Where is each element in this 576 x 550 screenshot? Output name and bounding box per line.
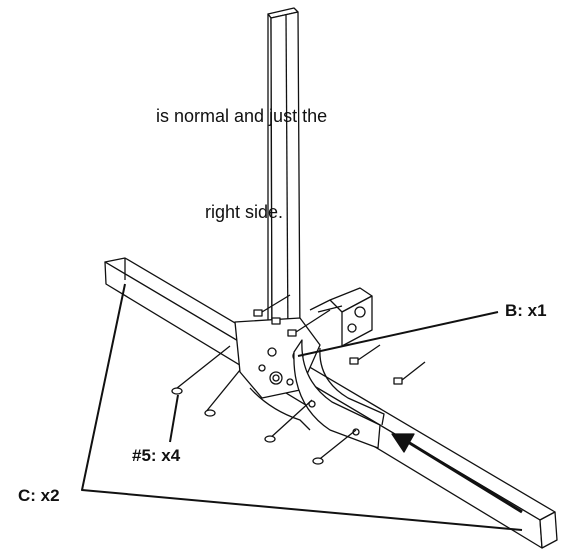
side-plate: [293, 339, 385, 449]
vertical-post: [267, 7, 301, 346]
nuts: [253, 294, 426, 385]
callout-leaders: [81, 283, 523, 531]
callout-c: C: x2: [18, 486, 60, 505]
direction-arrow: [391, 433, 523, 514]
instruction-line-2: right side.: [205, 202, 284, 222]
callout-b: B: x1: [505, 301, 547, 320]
bolts: [171, 345, 357, 465]
instruction-line-1: is normal and just the: [156, 106, 328, 126]
callout-bolt: #5: x4: [132, 446, 181, 465]
rear-bracket: [309, 287, 373, 347]
